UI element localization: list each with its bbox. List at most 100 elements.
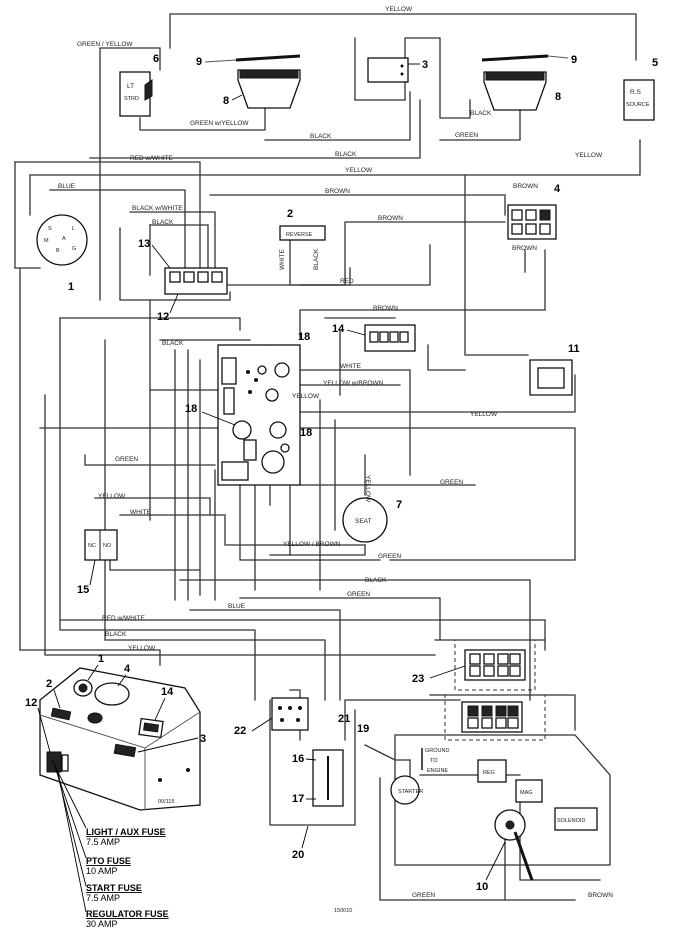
wire-label-black-5: BLACK xyxy=(162,340,184,347)
wire-label-yellow-6: YELLOW xyxy=(98,493,126,500)
wire-label-red: RED xyxy=(340,278,354,285)
wire-label-yellow-4: YELLOW xyxy=(292,393,320,400)
svg-text:G: G xyxy=(72,246,76,252)
connector-14 xyxy=(364,324,416,352)
svg-text:TO: TO xyxy=(430,758,438,764)
wire-label-yellow-7: YELLOW xyxy=(128,645,156,652)
fuse-leaders xyxy=(51,759,87,913)
svg-text:R.S: R.S xyxy=(630,89,642,96)
callout-8-right: 8 xyxy=(555,91,561,103)
fuse-label-start: START FUSE xyxy=(86,883,142,893)
wire-label-yellow-3: YELLOW xyxy=(575,152,603,159)
solenoid: SOLENOID xyxy=(554,807,598,831)
wire-label-group: YELLOW GREEN / YELLOW GREEN w/YELLOW BLA… xyxy=(58,6,613,899)
fuse-label-regulator: REGULATOR FUSE xyxy=(86,909,169,919)
callout-17: 17 xyxy=(292,793,304,805)
callout-10: 10 xyxy=(476,881,488,893)
wire-label-green-2: GREEN xyxy=(115,456,138,463)
callout-18-top: 18 xyxy=(298,331,310,343)
svg-text:S: S xyxy=(48,226,52,232)
fuse-label-light-aux: LIGHT / AUX FUSE xyxy=(86,827,166,837)
wire-label-black-4: BLACK xyxy=(152,219,174,226)
wire-label-black-vert: BLACK xyxy=(313,248,320,270)
callout-21: 21 xyxy=(338,713,350,725)
callout-18-right: 18 xyxy=(300,427,312,439)
wire-label-yellow-top: YELLOW xyxy=(385,6,413,13)
wire-label-red-w-white-2: RED w/WHITE xyxy=(102,615,146,622)
svg-text:A: A xyxy=(62,236,66,242)
wire-label-green-w-yellow: GREEN w/YELLOW xyxy=(190,120,249,127)
lens-left xyxy=(204,54,301,63)
callout-22: 22 xyxy=(234,725,246,737)
wire-label-green-3: GREEN xyxy=(440,479,463,486)
connector-22 xyxy=(271,697,309,731)
connector-4 xyxy=(507,204,557,240)
wire-label-white: WHITE xyxy=(340,363,362,370)
callout-9-left: 9 xyxy=(196,56,202,68)
seat-switch: SEAT xyxy=(342,497,388,543)
wire-label-green-yellow: GREEN / YELLOW xyxy=(77,41,133,48)
switch-3 xyxy=(367,57,409,83)
connector-block-12-13 xyxy=(164,267,228,295)
wire-label-yellow-vert: YELLOW xyxy=(364,475,371,503)
light-switch: LT STRD xyxy=(119,71,153,117)
svg-text:LT: LT xyxy=(127,83,134,90)
callout-2: 2 xyxy=(287,208,293,220)
key-switch-10 xyxy=(494,809,534,881)
callout-9-right: 9 xyxy=(571,54,577,66)
callout-20: 20 xyxy=(292,849,304,861)
callout-11: 11 xyxy=(568,343,580,355)
fuse-holder-16-17 xyxy=(312,749,344,807)
inset-callout-14: 14 xyxy=(161,686,174,698)
wire-label-black-3: BLACK xyxy=(335,151,357,158)
wire-label-brown-1: BROWN xyxy=(325,188,350,195)
callout-23: 23 xyxy=(412,673,424,685)
callout-16: 16 xyxy=(292,753,304,765)
wire-label-green-4: GREEN xyxy=(378,553,401,560)
wire-label-blue-2: BLUE xyxy=(228,603,246,610)
inset-callouts: 1 4 2 14 12 3 xyxy=(25,653,206,753)
svg-text:MAG: MAG xyxy=(520,790,533,796)
svg-text:NC: NC xyxy=(88,543,96,549)
console-box-inset: 00/115 xyxy=(39,667,201,811)
callout-6: 6 xyxy=(153,53,159,65)
wire-harness xyxy=(14,13,641,901)
fuse-rating-regulator: 30 AMP xyxy=(86,919,118,929)
wire-label-yellow-slash-brown: YELLOW / BROWN xyxy=(283,541,341,548)
callout-18-left: 18 xyxy=(185,403,197,415)
inset-callout-3: 3 xyxy=(200,733,206,745)
relay-15: NC NO xyxy=(84,529,118,561)
switch-right: R.S SOURCE xyxy=(623,79,655,121)
svg-text:B: B xyxy=(56,248,60,254)
svg-text:NO: NO xyxy=(103,543,112,549)
fuse-rating-light-aux: 7.5 AMP xyxy=(86,837,120,847)
fuse-rating-pto: 10 AMP xyxy=(86,866,118,876)
ignition-switch: S L M B G A xyxy=(36,214,88,266)
callout-8-left: 8 xyxy=(223,95,229,107)
wire-label-black-7: BLACK xyxy=(105,631,127,638)
magneto: MAG xyxy=(515,779,543,803)
headlight-right xyxy=(483,71,547,111)
wire-label-blue: BLUE xyxy=(58,183,76,190)
fuse-rating-start: 7.5 AMP xyxy=(86,893,120,903)
relay-connector-11 xyxy=(529,359,573,396)
lens-right xyxy=(481,54,569,62)
wire-label-brown-3: BROWN xyxy=(373,305,398,312)
svg-text:M: M xyxy=(44,238,49,244)
callout-5: 5 xyxy=(652,57,658,69)
inset-code: 00/115 xyxy=(158,799,174,805)
fuse-legend: LIGHT / AUX FUSE 7.5 AMP PTO FUSE 10 AMP… xyxy=(86,827,169,929)
svg-text:SOURCE: SOURCE xyxy=(626,102,650,108)
wire-label-green-1: GREEN xyxy=(455,132,478,139)
callout-3: 3 xyxy=(422,59,428,71)
callout-19: 19 xyxy=(357,723,369,735)
wire-label-white-vert: WHITE xyxy=(279,248,286,270)
svg-text:ENGINE: ENGINE xyxy=(427,768,448,774)
wire-label-yellow-w-brown: YELLOW w/BROWN xyxy=(323,380,384,387)
wire-label-white-2: WHITE xyxy=(130,509,152,516)
connector-23 xyxy=(444,639,546,741)
headlight-left xyxy=(237,69,301,109)
wire-label-red-w-white: RED w/WHITE xyxy=(130,155,174,162)
wire-label-black-2: BLACK xyxy=(470,110,492,117)
